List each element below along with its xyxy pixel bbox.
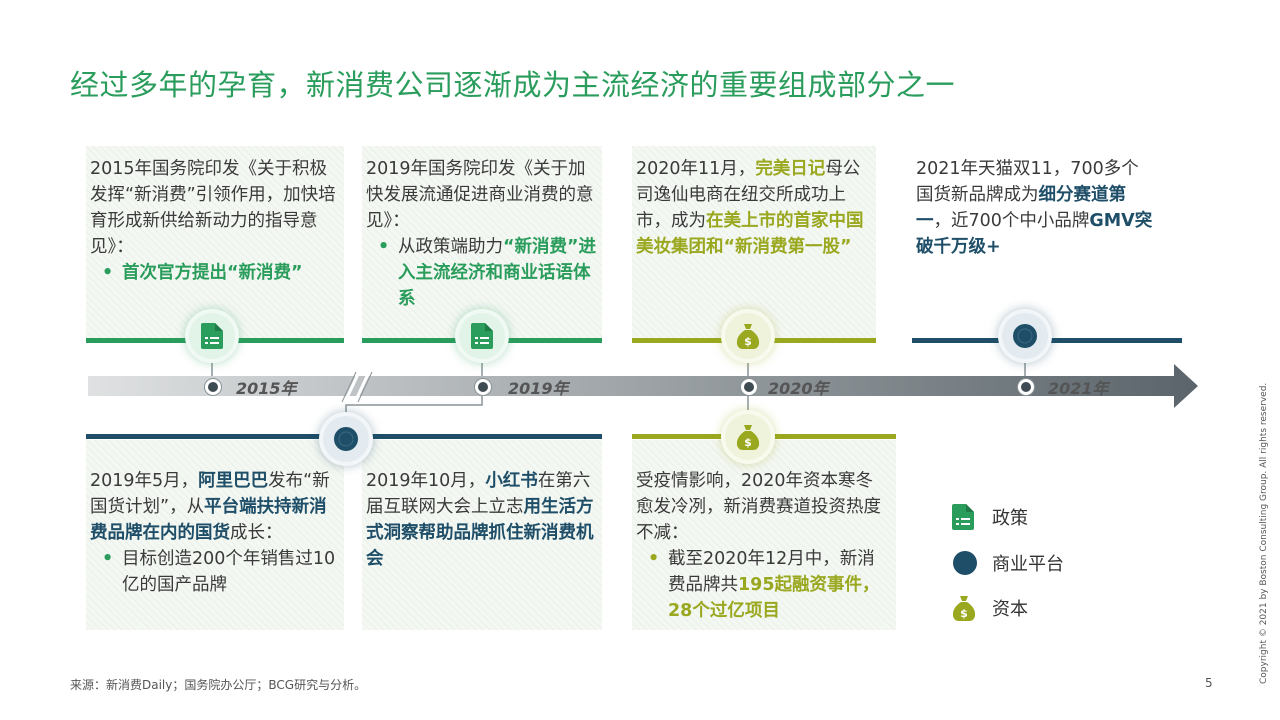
card-text-seg: 在第六届互联网大会上立志 xyxy=(366,471,591,517)
document-icon xyxy=(952,504,974,530)
timeline-year-2019: 2019年 xyxy=(508,379,569,398)
timeline-dot-2021 xyxy=(1018,379,1034,395)
card-text: 2019年5月，阿里巴巴发布“新国货计划”，从平台端扶持新消费品牌在内的国货成长… xyxy=(90,468,338,546)
card-text-seg: 2019年10月， xyxy=(366,471,486,491)
timeline-node-2020-top: $ xyxy=(725,313,771,359)
legend-label: 资本 xyxy=(992,599,1028,620)
card-2020-funding: 受疫情影响，2020年资本寒冬愈发冷冽，新消费赛道投资热度不减： 截至2020年… xyxy=(632,440,896,630)
card-2019-policy: 2019年国务院印发《关于加快发展流通促进商业消费的意见》： 从政策端助力“新消… xyxy=(362,146,602,338)
card-text-seg: 成长： xyxy=(230,523,283,543)
money-bag-icon: $ xyxy=(736,324,760,349)
card-text: 2020年11月，完美日记母公司逸仙电商在纽交所成功上市，成为在美上市的首家中国… xyxy=(636,156,870,260)
document-icon xyxy=(471,323,493,349)
timeline-year-2021: 2021年 xyxy=(1048,379,1109,398)
platform-icon xyxy=(334,427,358,451)
card-text-highlight: 用生活方式洞察帮助品牌抓住新消费机会 xyxy=(366,497,594,569)
legend-policy: 政策 xyxy=(952,504,1028,530)
money-bag-icon: $ xyxy=(952,596,976,621)
bottom-bar-2019-left xyxy=(86,434,344,439)
legend-label: 商业平台 xyxy=(992,554,1064,575)
timeline-node-2015 xyxy=(189,313,235,359)
card-bullet-lead: 截至2020年12月中，新消费品牌共 xyxy=(668,549,875,595)
card-text-highlight: GMV突破千万级+ xyxy=(916,211,1153,257)
card-text-highlight: 平台端扶持新消费品牌在内的国货 xyxy=(90,497,327,543)
timeline-year-2020: 2020年 xyxy=(768,379,829,398)
legend-label: 政策 xyxy=(992,508,1028,529)
card-text-seg: 发布“新国货计划”，从 xyxy=(90,471,330,517)
legend-platform: 商业平台 xyxy=(952,550,1064,576)
card-2019-alibaba: 2019年5月，阿里巴巴发布“新国货计划”，从平台端扶持新消费品牌在内的国货成长… xyxy=(86,440,344,630)
card-bullet-highlight: “新消费”进入主流经济和商业话语体系 xyxy=(398,237,597,309)
card-2019-xiaohongshu: 2019年10月，小红书在第六届互联网大会上立志用生活方式洞察帮助品牌抓住新消费… xyxy=(362,440,602,630)
card-text: 2019年10月，小红书在第六届互联网大会上立志用生活方式洞察帮助品牌抓住新消费… xyxy=(366,468,596,572)
card-2020-capital: 2020年11月，完美日记母公司逸仙电商在纽交所成功上市，成为在美上市的首家中国… xyxy=(632,146,876,338)
copyright-notice: Copyright © 2021 by Boston Consulting Gr… xyxy=(1259,382,1269,684)
card-text-seg: 2020年11月， xyxy=(636,159,756,179)
card-bullet: 目标创造200个年销售过10亿的国产品牌 xyxy=(122,549,336,595)
card-text: 受疫情影响，2020年资本寒冬愈发冷冽，新消费赛道投资热度不减： xyxy=(636,471,881,543)
card-text-seg: ，近700个中小品牌 xyxy=(933,211,1090,231)
card-text: 2019年国务院印发《关于加快发展流通促进商业消费的意见》： xyxy=(366,159,594,231)
card-text-seg: 2019年5月， xyxy=(90,471,199,491)
card-text: 2015年国务院印发《关于积极发挥“新消费”引领作用，加快培育形成新供给新动力的… xyxy=(90,159,336,257)
page-title: 经过多年的孕育，新消费公司逐渐成为主流经济的重要组成部分之一 xyxy=(70,68,956,102)
card-text-seg: 母公司逸仙电商在纽交所成功上市，成为 xyxy=(636,159,861,231)
card-text-highlight: 小红书 xyxy=(485,471,538,491)
card-text: 2021年天猫双11，700多个国货新品牌成为细分赛道第一，近700个中小品牌G… xyxy=(916,156,1156,260)
svg-text:$: $ xyxy=(744,335,752,348)
card-bullet-lead: 从政策端助力 xyxy=(398,237,503,257)
card-text-highlight: 阿里巴巴 xyxy=(198,471,269,491)
money-bag-icon: $ xyxy=(736,425,760,450)
timeline-node-2021 xyxy=(1002,313,1048,359)
document-icon xyxy=(201,323,223,349)
source-note: 来源：新消费Daily；国务院办公厅；BCG研究与分析。 xyxy=(70,678,367,692)
bottom-bar-2019-right xyxy=(362,434,602,439)
card-2015-policy: 2015年国务院印发《关于积极发挥“新消费”引领作用，加快培育形成新供给新动力的… xyxy=(86,146,344,338)
svg-text:$: $ xyxy=(744,436,752,449)
legend-capital: $ 资本 xyxy=(952,595,1028,621)
timeline-dot-2019 xyxy=(475,379,491,395)
timeline-node-2019-platform xyxy=(323,416,369,462)
card-bullet-highlight: 195起融资事件，28个过亿项目 xyxy=(668,575,880,621)
card-text-highlight: 完美日记 xyxy=(755,159,826,179)
timeline-dot-2020 xyxy=(741,379,757,395)
timeline-year-2015: 2015年 xyxy=(236,379,297,398)
card-text-highlight: 在美上市的首家中国美妆集团和“新消费第一股” xyxy=(636,211,864,257)
platform-icon xyxy=(953,551,977,575)
timeline-node-2020-bottom: $ xyxy=(725,414,771,460)
timeline-node-2019 xyxy=(459,313,505,359)
svg-text:$: $ xyxy=(960,607,968,620)
card-text-seg: 2021年天猫双11，700多个国货新品牌成为 xyxy=(916,159,1139,205)
card-2021-platform: 2021年天猫双11，700多个国货新品牌成为细分赛道第一，近700个中小品牌G… xyxy=(912,146,1162,338)
timeline-arrow xyxy=(88,364,1198,408)
card-text-highlight: 细分赛道第一 xyxy=(916,185,1126,231)
timeline-dot-2015 xyxy=(205,379,221,395)
card-bullet: 首次官方提出“新消费” xyxy=(122,263,303,283)
platform-icon xyxy=(1013,324,1037,348)
page-number: 5 xyxy=(1205,676,1213,690)
